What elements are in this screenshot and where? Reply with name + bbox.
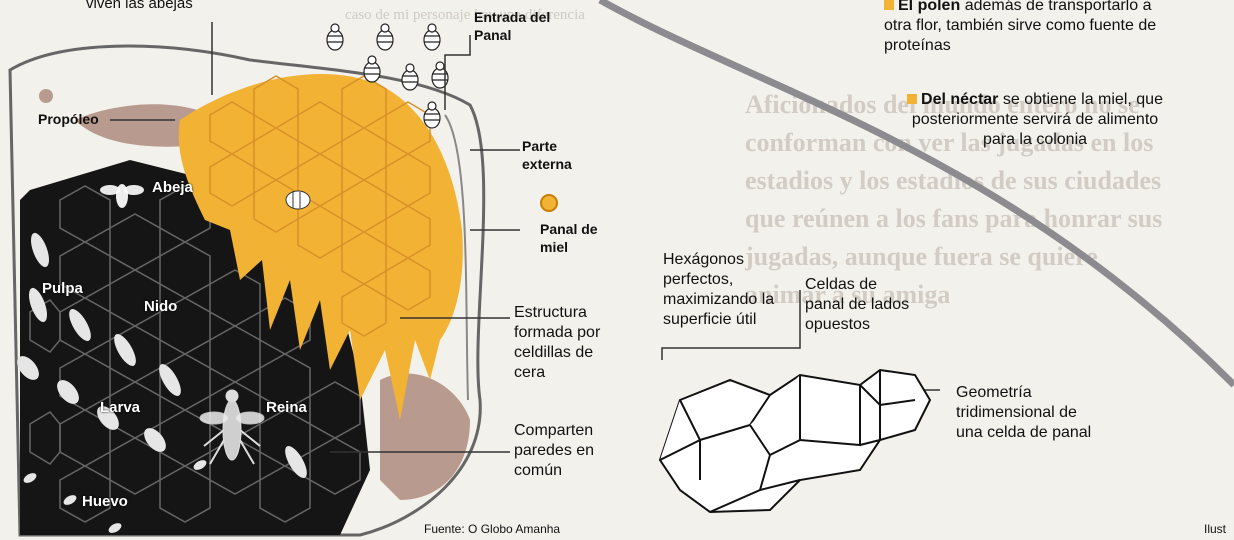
- honey-bee: [285, 190, 311, 210]
- top-left-caption: viven las abejas: [86, 0, 193, 12]
- propolis: [75, 104, 210, 147]
- label-propoleo: Propóleo: [38, 111, 99, 127]
- info-nectar-text: se obtiene la miel, que posteriormente s…: [911, 91, 1163, 148]
- info-polen-bold: El polen: [898, 0, 961, 14]
- hive-outline: [8, 44, 486, 537]
- source-caption: Fuente: O Globo Amanha: [424, 522, 561, 536]
- annotation-geometria: Geometría tridimensional de una celda de…: [956, 384, 1092, 441]
- annotation-comparten: Comparten paredes en común: [514, 422, 595, 479]
- info-nectar-bold: Del néctar: [921, 91, 999, 108]
- worker-bee-in-comb: [100, 184, 144, 208]
- label-entrada-text: Entrada del Panal: [474, 9, 551, 43]
- arc-line: [598, 0, 1234, 388]
- label-entrada: Entrada del Panal: [474, 8, 554, 44]
- honey-comb: [178, 73, 463, 420]
- info-polen-text: además de transportarlo a otra flor, tam…: [884, 0, 1157, 54]
- label-larva: Larva: [100, 399, 141, 416]
- annotation-estructura: Estructura formada por celdillas de cera: [514, 304, 601, 381]
- background-headline: Aficionados del mundo entero no se confo…: [745, 90, 1163, 309]
- annotation-celdas: Celdas de panal de lados opuestos: [805, 276, 910, 333]
- bullet-square-icon: [884, 0, 894, 10]
- label-parte-externa: Parte externa: [522, 138, 572, 172]
- 3d-cell-diagram: [658, 368, 932, 514]
- info-polen: El polen además de transportarlo a otra …: [884, 0, 1174, 56]
- queen-bee: [199, 389, 265, 465]
- background-article-top: caso de mi personaje hay una diferencia: [345, 7, 585, 23]
- annotation-hexagonos: Hexágonos perfectos, maximizando la supe…: [663, 251, 775, 328]
- brood-cells: [17, 232, 307, 533]
- honey-drop-icon: [540, 194, 558, 212]
- label-abeja: Abeja: [152, 179, 193, 196]
- label-huevo: Huevo: [82, 493, 128, 510]
- propolis-dot: [39, 89, 53, 103]
- label-nido: Nido: [144, 298, 178, 315]
- illustration-credit: Ilust: [1204, 522, 1227, 536]
- label-reina: Reina: [266, 399, 307, 416]
- label-panal-miel: Panal de miel: [540, 221, 598, 255]
- leader-lines: [110, 22, 940, 453]
- info-nectar: Del néctar se obtiene la miel, que poste…: [900, 90, 1170, 150]
- flying-bees: [326, 23, 449, 129]
- bullet-square-icon: [907, 94, 918, 104]
- label-pulpa: Pulpa: [42, 280, 83, 297]
